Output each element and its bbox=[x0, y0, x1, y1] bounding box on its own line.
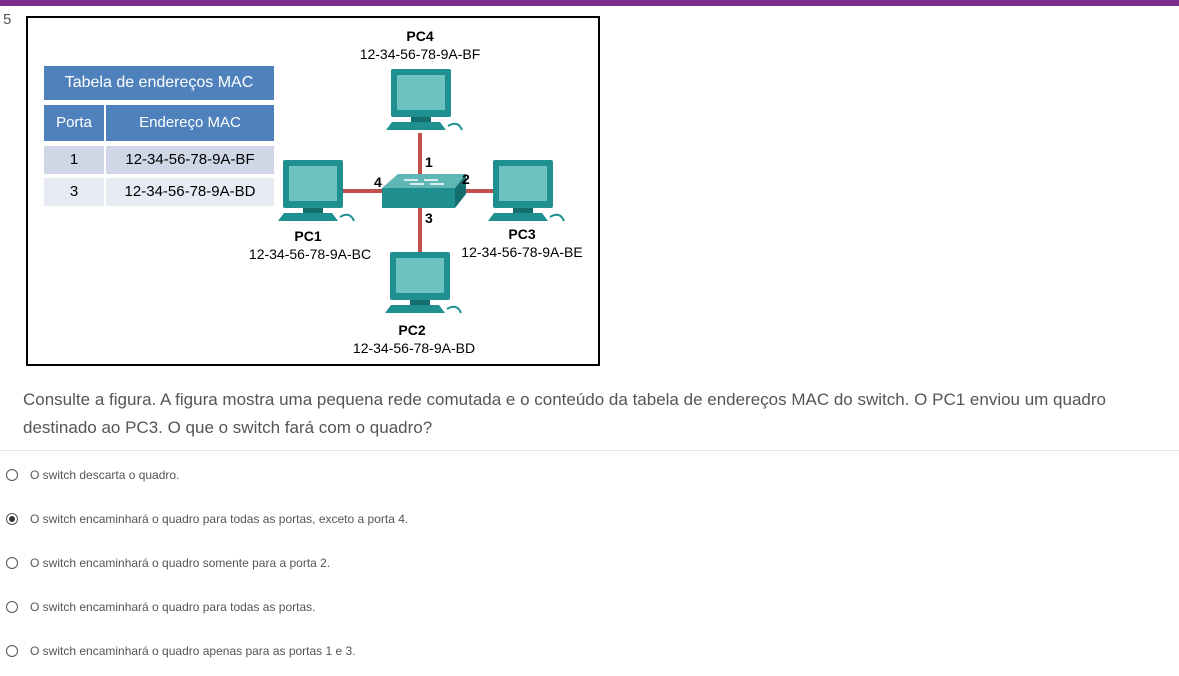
question-number: 5 bbox=[3, 11, 12, 28]
answer-option-1[interactable]: O switch descarta o quadro. bbox=[6, 466, 179, 484]
radio-button[interactable] bbox=[6, 469, 18, 481]
answer-option-3[interactable]: O switch encaminhará o quadro somente pa… bbox=[6, 554, 330, 572]
option-label: O switch encaminhará o quadro apenas par… bbox=[30, 644, 356, 658]
pc4-mac: 12-34-56-78-9A-BF bbox=[359, 46, 481, 62]
top-accent-bar bbox=[0, 0, 1179, 6]
pc3-name: PC3 bbox=[508, 226, 536, 242]
mac-table-title: Tabela de endereços MAC bbox=[44, 66, 274, 100]
divider bbox=[0, 450, 1179, 451]
pc4-name: PC4 bbox=[406, 28, 434, 44]
mac-table-header-mac: Endereço MAC bbox=[106, 105, 274, 141]
radio-button[interactable] bbox=[6, 557, 18, 569]
radio-button[interactable] bbox=[6, 645, 18, 657]
option-label: O switch encaminhará o quadro para todas… bbox=[30, 600, 316, 614]
answer-option-4[interactable]: O switch encaminhará o quadro para todas… bbox=[6, 598, 316, 616]
mac-table-cell: 1 bbox=[44, 146, 104, 174]
option-label: O switch encaminhará o quadro somente pa… bbox=[30, 556, 331, 570]
mac-table-cell: 3 bbox=[44, 178, 104, 206]
pc2-name: PC2 bbox=[398, 322, 426, 338]
port-label-4: 4 bbox=[374, 174, 382, 190]
pc1-mac: 12-34-56-78-9A-BC bbox=[248, 246, 372, 262]
radio-button[interactable] bbox=[6, 601, 18, 613]
port-label-3: 3 bbox=[425, 210, 433, 226]
pc3-mac: 12-34-56-78-9A-BE bbox=[461, 244, 583, 260]
option-label: O switch descarta o quadro. bbox=[30, 468, 180, 482]
pc1-name: PC1 bbox=[294, 228, 322, 244]
option-label: O switch encaminhará o quadro para todas… bbox=[30, 512, 409, 526]
answer-option-5[interactable]: O switch encaminhará o quadro apenas par… bbox=[6, 642, 356, 660]
mac-table-cell: 12-34-56-78-9A-BF bbox=[106, 146, 274, 174]
mac-table-cell: 12-34-56-78-9A-BD bbox=[106, 178, 274, 206]
port-label-1: 1 bbox=[425, 154, 433, 170]
radio-button-selected[interactable] bbox=[6, 513, 18, 525]
port-label-2: 2 bbox=[462, 171, 470, 187]
mac-table-header-port: Porta bbox=[44, 105, 104, 141]
question-text: Consulte a figura. A figura mostra uma p… bbox=[23, 390, 1106, 437]
pc2-mac: 12-34-56-78-9A-BD bbox=[352, 340, 476, 356]
answer-option-2[interactable]: O switch encaminhará o quadro para todas… bbox=[6, 510, 408, 528]
